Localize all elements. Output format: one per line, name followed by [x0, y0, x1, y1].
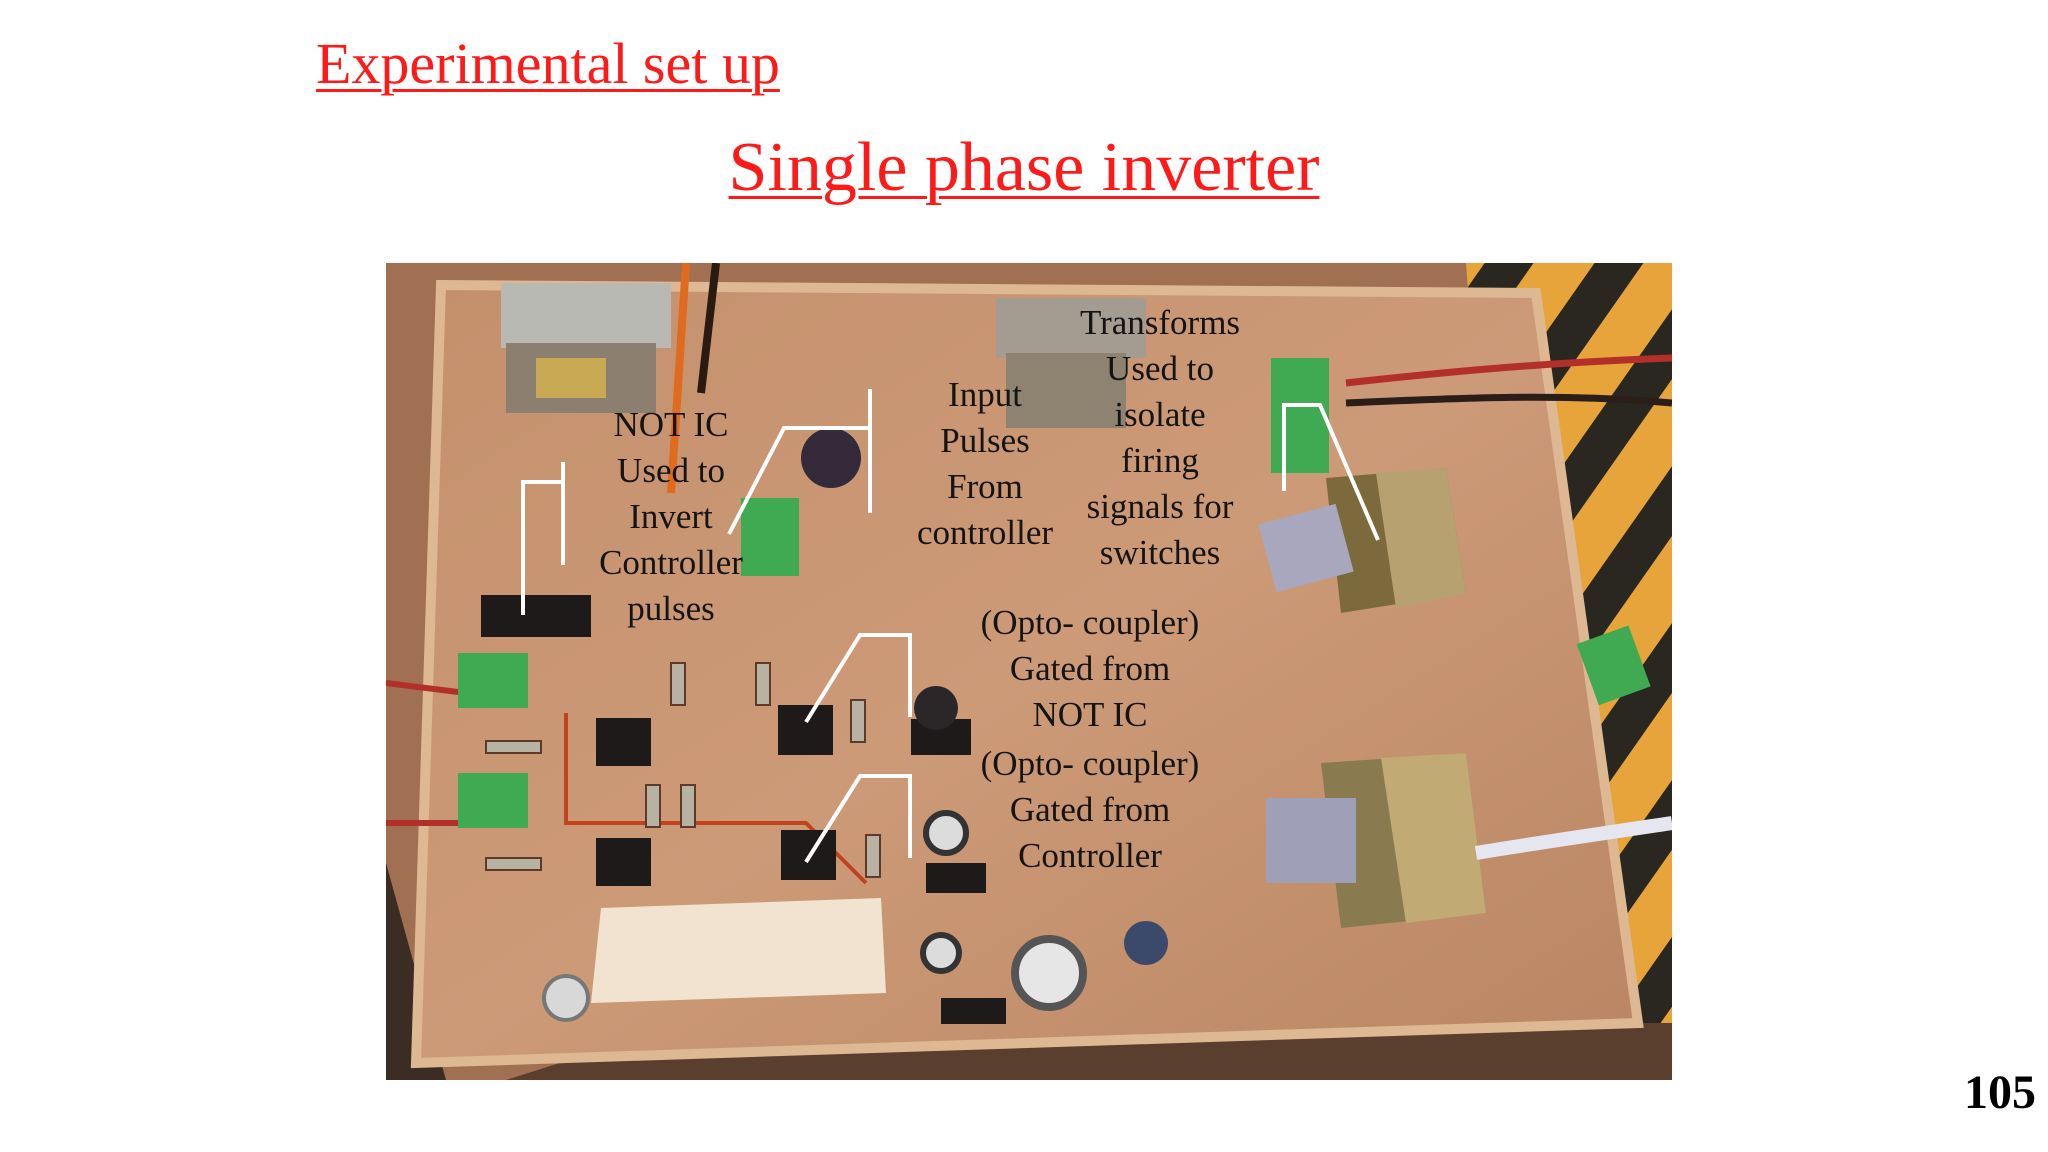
small-transformer [501, 283, 671, 413]
annotation-line: signals for [1086, 487, 1234, 526]
page-number: 105 [1964, 1066, 2036, 1119]
isolation-transformer-top [996, 298, 1146, 428]
isolation-transformer-bottom [1266, 753, 1486, 928]
annotation-line: Input [948, 375, 1022, 414]
annotation-line: Used to [1106, 349, 1214, 388]
slide-title: Single phase inverter [728, 129, 1320, 206]
inverter-board-photo [386, 263, 1672, 1080]
annotation-line: Gated from [1009, 790, 1171, 829]
isolation-transformer-right [1258, 468, 1466, 613]
annotation-line: Controller [599, 543, 743, 582]
annotation-line: Transforms [1079, 303, 1241, 342]
annotation-line: From [947, 467, 1023, 506]
annotation-line: (Opto- coupler) [980, 603, 1200, 642]
annotation-transforms: Transforms Used to isolate firing signal… [1060, 300, 1260, 576]
annotation-line: switches [1099, 533, 1221, 572]
annotation-line: Invert [629, 497, 713, 536]
annotation-line: Used to [617, 451, 725, 490]
annotation-line: Pulses [940, 421, 1030, 460]
annotation-opto-coupler-not-ic: (Opto- coupler) Gated from NOT IC [945, 600, 1235, 738]
annotation-line: controller [916, 513, 1054, 552]
annotation-line: firing [1121, 441, 1199, 480]
annotation-line: (Opto- coupler) [980, 744, 1200, 783]
annotation-input-pulses: Input Pulses From controller [897, 372, 1073, 556]
annotation-line: NOT IC [1032, 695, 1148, 734]
slide-heading: Experimental set up [316, 31, 780, 96]
annotation-line: isolate [1114, 395, 1206, 434]
terminal-connectors [458, 358, 1651, 828]
annotation-opto-coupler-controller: (Opto- coupler) Gated from Controller [945, 741, 1235, 879]
masking-tape [591, 898, 886, 1003]
resistors [485, 662, 881, 878]
annotation-line: pulses [627, 589, 715, 628]
capacitors [542, 428, 1168, 1022]
annotation-not-ic: NOT IC Used to Invert Controller pulses [576, 402, 766, 632]
annotation-line: Controller [1018, 836, 1162, 875]
pointer-lines [521, 389, 1380, 864]
annotation-line: NOT IC [613, 405, 729, 444]
annotation-line: Gated from [1009, 649, 1171, 688]
